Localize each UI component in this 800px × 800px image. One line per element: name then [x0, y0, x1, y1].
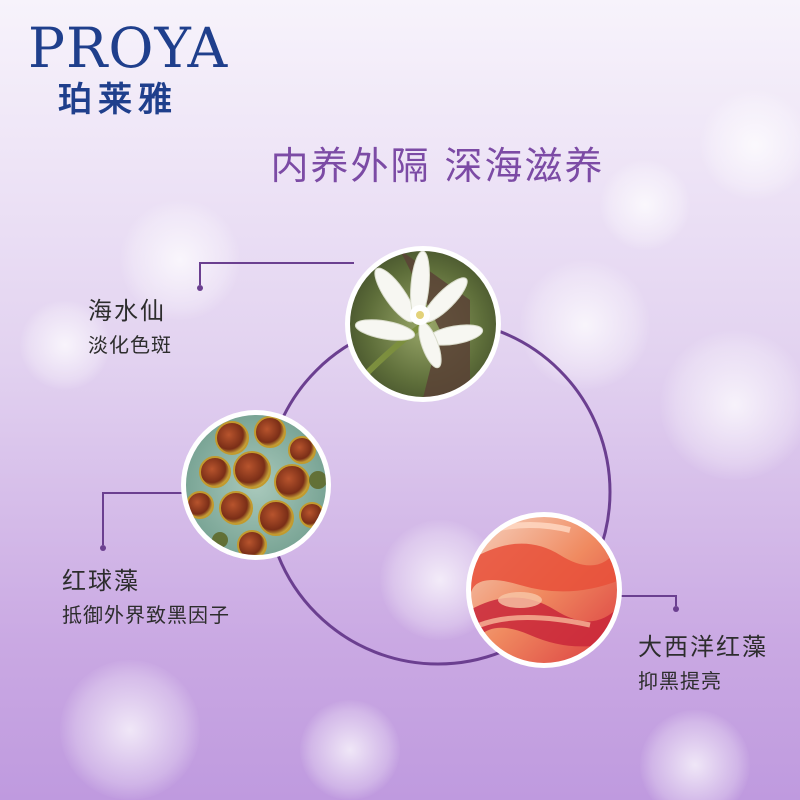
ingredient-name: 大西洋红藻: [638, 633, 768, 661]
bokeh-light: [120, 200, 240, 320]
brand-logo: PROYA 珀莱雅: [28, 18, 258, 120]
ingredient-label-atlantic-red-algae: 大西洋红藻 抑黑提亮: [638, 632, 768, 696]
red-seaweed-photo: [466, 512, 622, 668]
ingredient-benefit: 抵御外界致黑因子: [62, 603, 230, 627]
bokeh-light: [300, 700, 400, 800]
bokeh-light: [640, 710, 750, 800]
algae-cells-photo: [181, 410, 331, 560]
ingredient-label-sea-daffodil: 海水仙 淡化色斑: [88, 296, 172, 360]
ingredient-label-haematococcus: 红球藻 抵御外界致黑因子: [62, 566, 230, 630]
bokeh-light: [700, 90, 800, 200]
connector-dot: [197, 285, 203, 291]
ingredient-name: 海水仙: [88, 297, 166, 325]
headline: 内养外隔 深海滋养: [270, 144, 605, 188]
bokeh-light: [60, 660, 200, 800]
connector-line-right: [618, 595, 677, 606]
ingredient-benefit: 淡化色斑: [88, 333, 172, 357]
connector-dot: [100, 545, 106, 551]
bokeh-light: [20, 300, 110, 390]
bokeh-light: [520, 260, 650, 390]
ingredient-benefit: 抑黑提亮: [638, 669, 722, 693]
brand-name-en: PROYA: [28, 16, 229, 80]
white-flower-photo: [345, 246, 501, 402]
connector-line-left: [102, 492, 185, 545]
ingredient-name: 红球藻: [62, 567, 140, 595]
brand-name-cn: 珀莱雅: [58, 80, 178, 120]
bokeh-light: [600, 160, 690, 250]
connector-line-top: [199, 262, 354, 285]
bokeh-light: [660, 330, 800, 480]
connector-dot: [673, 606, 679, 612]
